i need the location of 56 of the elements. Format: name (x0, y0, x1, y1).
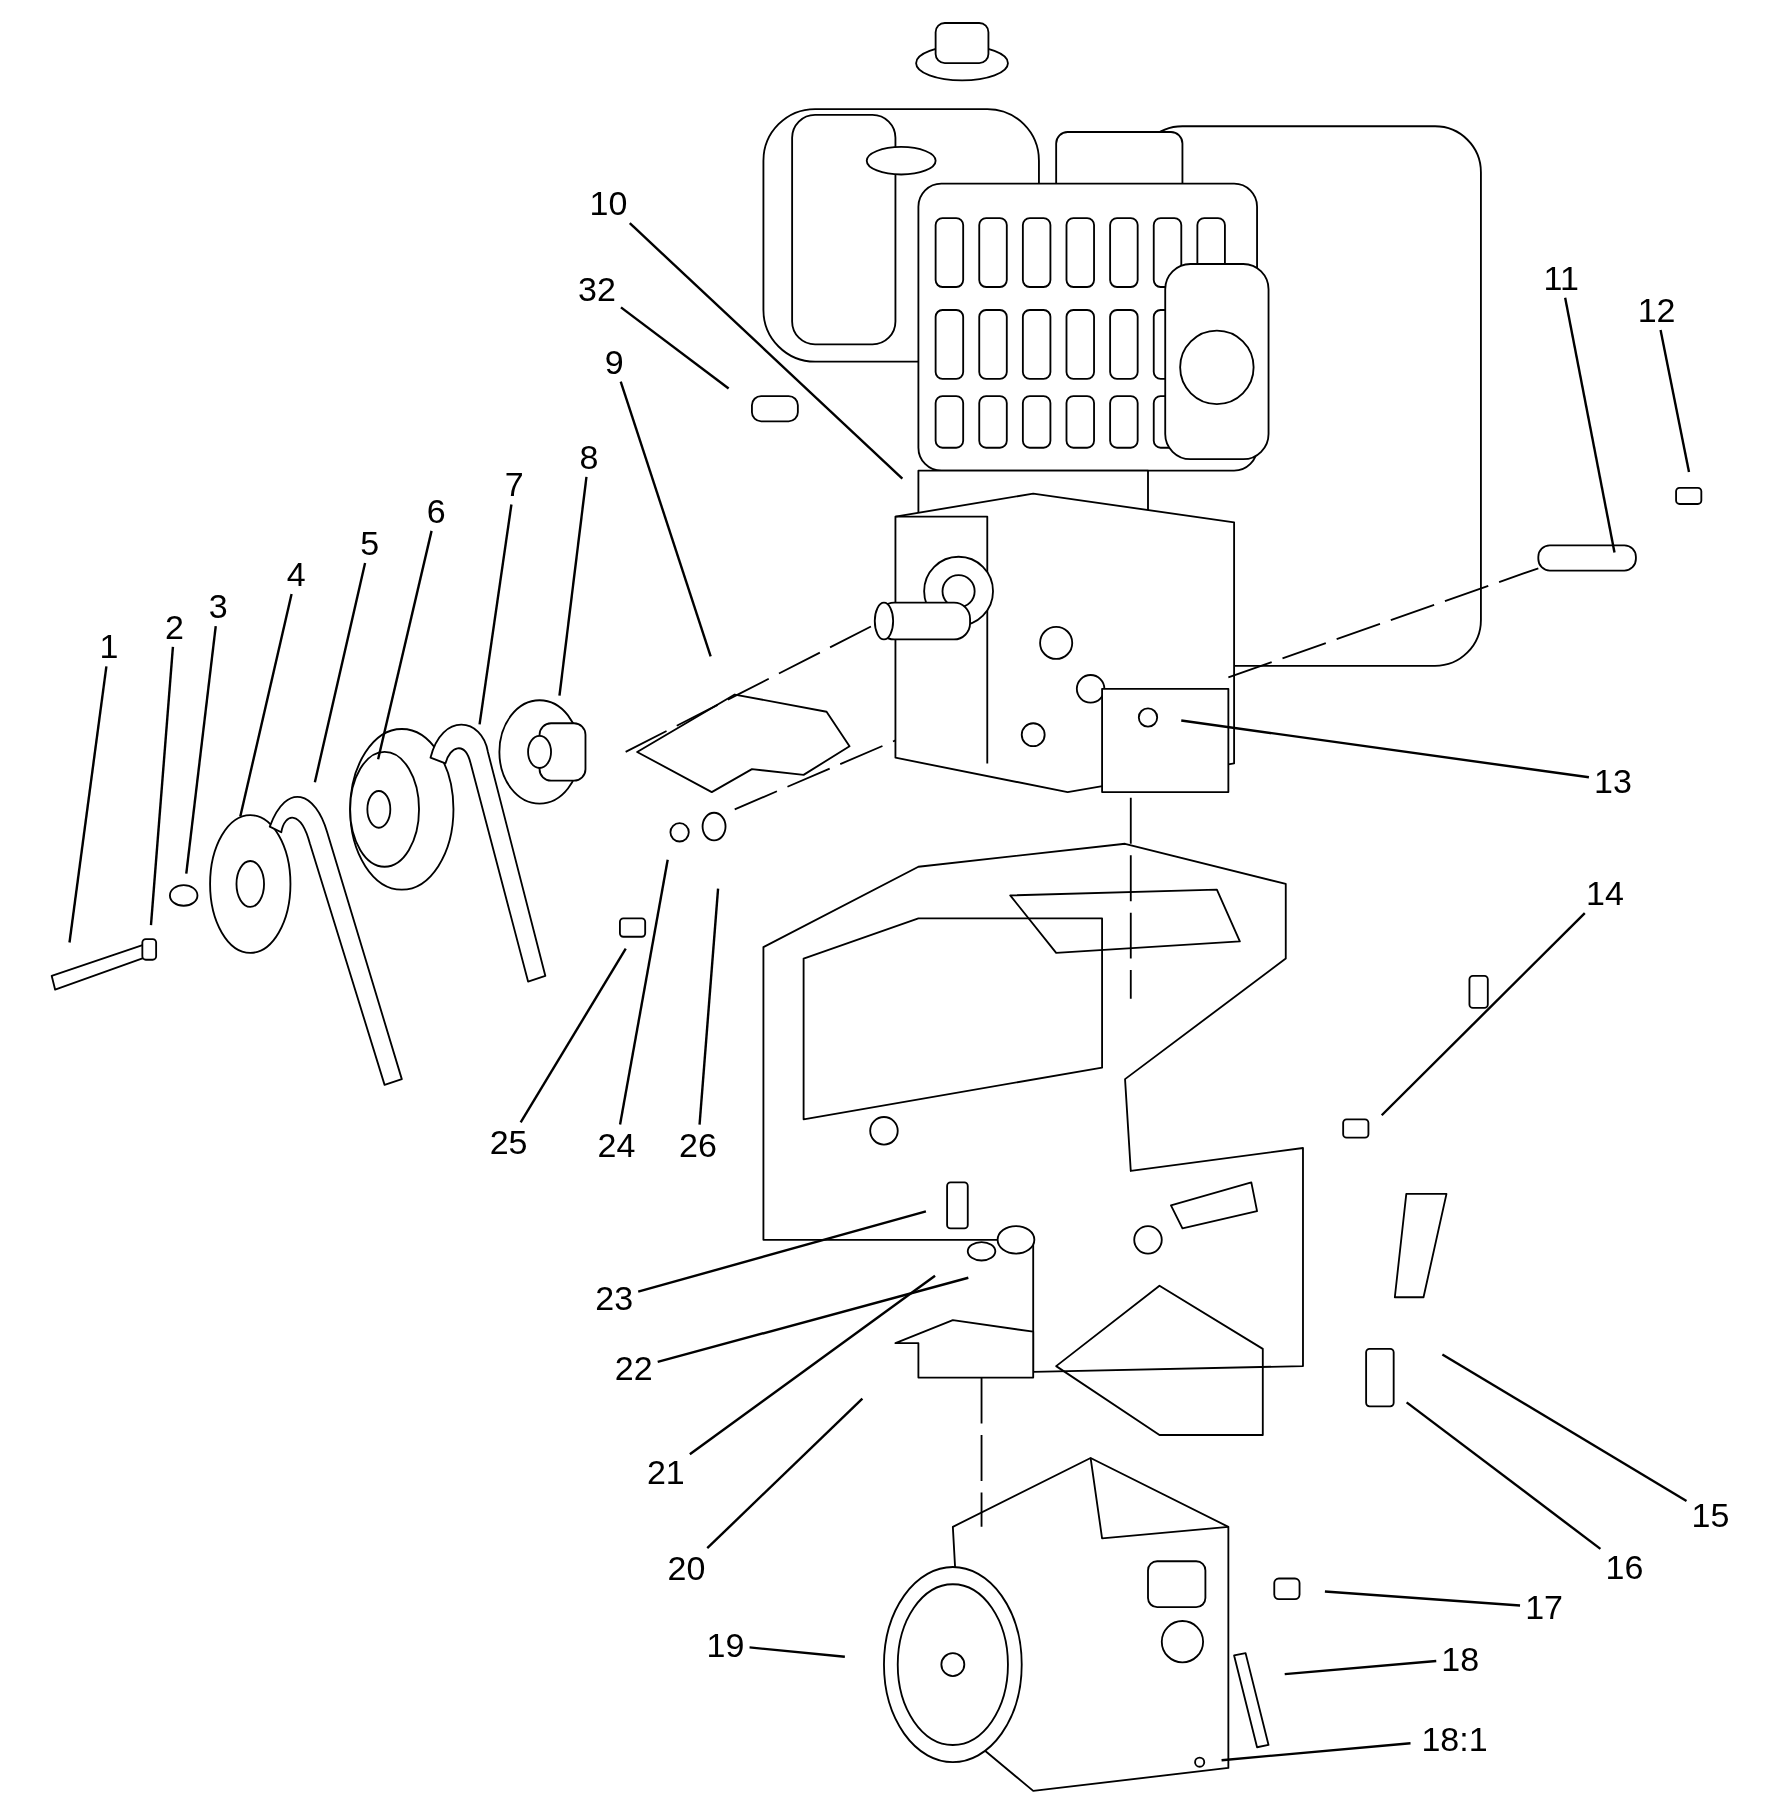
leader-line (149, 646, 175, 926)
leader-line (376, 530, 433, 760)
leader-line (698, 888, 720, 1125)
leader-line (519, 948, 627, 1123)
callout-number: 10 (584, 183, 633, 224)
leader-line (689, 1274, 936, 1456)
leader-line (68, 666, 108, 943)
callout-number: 13 (1588, 760, 1637, 801)
callout-number: 5 (355, 523, 384, 563)
callout-number: 9 (600, 341, 629, 382)
leader-line (313, 562, 367, 783)
callout-number: 19 (701, 1625, 750, 1666)
callout-number: 18 (1436, 1638, 1485, 1679)
callout-number: 14 (1580, 873, 1629, 914)
callout-number: 25 (484, 1122, 533, 1163)
callout-number: 21 (641, 1451, 690, 1492)
leader-line (749, 1646, 845, 1658)
leader-line (657, 1276, 969, 1364)
leader-line (1405, 1401, 1602, 1550)
leader-line (628, 222, 904, 480)
leader-line (1284, 1659, 1437, 1676)
leader-line (239, 593, 293, 817)
leader-line (1659, 329, 1691, 473)
callout-number: 11 (1537, 257, 1586, 298)
callout-number: 32 (572, 269, 621, 310)
leader-line (558, 476, 588, 696)
callout-number: 8 (574, 436, 603, 477)
leader-line (637, 1210, 927, 1293)
callout-number: 4 (282, 554, 311, 594)
callout-number: 18:1 (1410, 1719, 1499, 1760)
leader-line (620, 306, 730, 390)
callout-number: 17 (1520, 1587, 1569, 1628)
callout-number: 24 (592, 1124, 641, 1165)
leader-line (1380, 912, 1586, 1117)
leader-line (1441, 1353, 1688, 1502)
callout-number: 15 (1686, 1495, 1735, 1536)
callout-number: 1 (95, 626, 124, 667)
callout-number: 22 (609, 1348, 658, 1389)
leader-line (706, 1397, 864, 1550)
callout-number: 12 (1632, 289, 1681, 330)
callout-number: 7 (500, 464, 529, 505)
leader-line (1324, 1590, 1521, 1607)
leader-line (1564, 297, 1616, 553)
callout-number: 2 (160, 606, 189, 647)
leader-line (619, 381, 712, 657)
leader-line (1181, 719, 1590, 779)
callout-number: 3 (204, 586, 233, 627)
callout-number: 20 (662, 1548, 711, 1589)
callout-number: 23 (590, 1278, 639, 1319)
leader-line (1221, 1742, 1411, 1762)
callout-number: 6 (422, 490, 451, 531)
leader-line (618, 859, 669, 1125)
leader-line (185, 626, 217, 874)
callout-number: 26 (673, 1124, 722, 1165)
leader-line (478, 504, 513, 725)
callout-number: 16 (1600, 1547, 1649, 1587)
